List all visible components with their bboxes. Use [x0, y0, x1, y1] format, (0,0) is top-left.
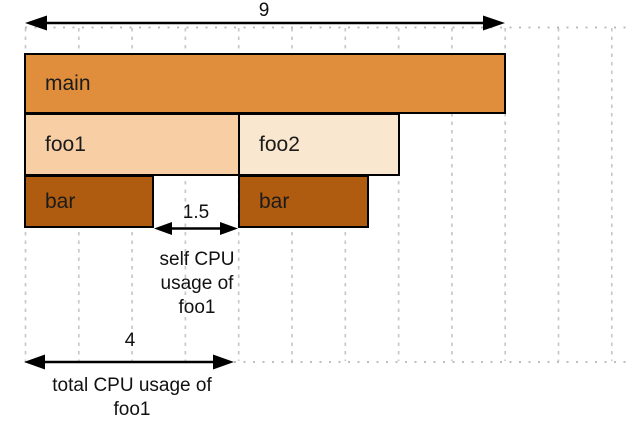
frame-bar2-label: bar [259, 189, 290, 213]
arrow-self-foo1 [154, 222, 238, 235]
measurement-value-4: 4 [124, 330, 136, 351]
arrowhead-right-icon [483, 15, 505, 31]
frame-bar1-label: bar [45, 189, 76, 213]
frame-main-label: main [45, 71, 91, 95]
frame-foo2-label: foo2 [259, 132, 300, 156]
arrow-total-foo1 [24, 354, 234, 370]
frame-main: main [24, 53, 506, 114]
arrowhead-right-icon [213, 354, 234, 370]
frame-bar-under-foo2: bar [238, 175, 369, 228]
frame-foo2: foo2 [238, 113, 400, 176]
caption-total-cpu-usage: total CPU usage of foo1 [52, 375, 212, 420]
measurement-value-1-5: 1.5 [182, 202, 210, 223]
caption-self-cpu-usage: self CPU usage of foo1 [159, 249, 235, 318]
arrowhead-left-icon [25, 15, 47, 31]
arrowhead-left-icon [154, 222, 172, 235]
frame-foo1: foo1 [24, 113, 240, 176]
measurement-value-9: 9 [258, 0, 270, 21]
frame-bar-under-foo1: bar [24, 175, 154, 228]
arrowhead-right-icon [220, 222, 238, 235]
arrow-total-span [25, 15, 505, 31]
frame-foo1-label: foo1 [45, 132, 86, 156]
arrowhead-left-icon [24, 354, 45, 370]
